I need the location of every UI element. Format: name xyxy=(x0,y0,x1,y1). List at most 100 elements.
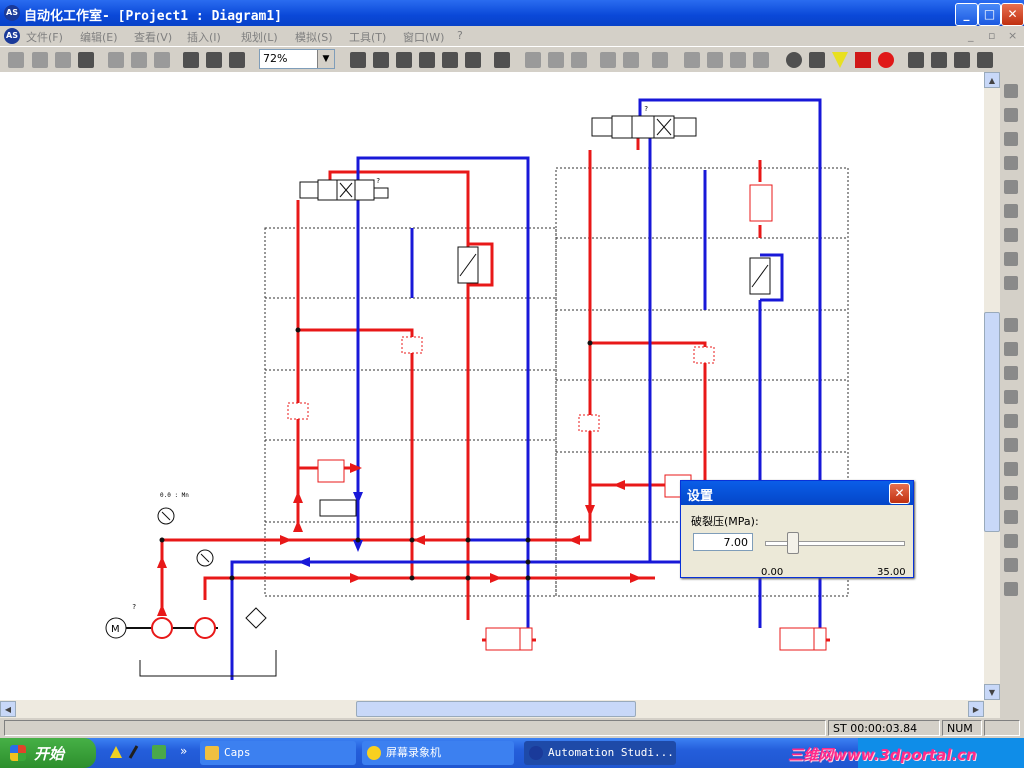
align-left-icon[interactable] xyxy=(1004,342,1018,356)
zoom-page-icon[interactable] xyxy=(419,52,435,68)
zoom-previous-icon[interactable] xyxy=(465,52,481,68)
scroll-down-icon[interactable]: ▼ xyxy=(984,684,1000,700)
save-icon[interactable] xyxy=(55,52,71,68)
undo-icon[interactable] xyxy=(600,52,616,68)
minimize-button[interactable]: _ xyxy=(955,3,978,26)
menu-insert[interactable]: 插入(I) xyxy=(187,31,221,44)
warning-icon[interactable] xyxy=(110,746,122,758)
dialog-close-button[interactable]: ✕ xyxy=(889,483,910,504)
link-icon[interactable] xyxy=(1004,108,1018,122)
zoom-window-icon[interactable] xyxy=(396,52,412,68)
group-objects-icon[interactable] xyxy=(1004,486,1018,500)
rotate-icon[interactable] xyxy=(1004,318,1018,332)
properties-icon[interactable] xyxy=(154,52,170,68)
cut-icon[interactable] xyxy=(525,52,541,68)
polygon-icon[interactable] xyxy=(1004,228,1018,242)
delete-icon[interactable] xyxy=(652,52,668,68)
redo-icon[interactable] xyxy=(623,52,639,68)
scroll-right-icon[interactable]: ▶ xyxy=(968,701,984,717)
text-icon[interactable] xyxy=(1004,252,1018,266)
horizontal-scrollbar[interactable]: ◀ ▶ xyxy=(0,700,1000,718)
menu-help[interactable]: ? xyxy=(457,29,463,42)
quicklaunch-more-icon[interactable]: » xyxy=(180,744,188,758)
send-back-icon[interactable] xyxy=(1004,462,1018,476)
menu-plan[interactable]: 规划(L) xyxy=(241,31,278,44)
group-icon[interactable] xyxy=(730,52,746,68)
close-button[interactable]: ✕ xyxy=(1001,3,1024,26)
menu-view[interactable]: 查看(V) xyxy=(134,31,173,44)
navigate-icon[interactable] xyxy=(206,52,222,68)
zoom-select[interactable]: 72% ▼ xyxy=(259,49,335,69)
arc-icon[interactable] xyxy=(1004,204,1018,218)
open-icon[interactable] xyxy=(32,52,48,68)
align-right-icon[interactable] xyxy=(1004,390,1018,404)
pressure-slider-thumb[interactable] xyxy=(787,532,799,554)
scroll-left-icon[interactable]: ◀ xyxy=(0,701,16,717)
fast-forward-icon[interactable] xyxy=(855,52,871,68)
plot-icon[interactable] xyxy=(908,52,924,68)
task-automation-studio[interactable]: Automation Studi... xyxy=(524,741,676,765)
wire-icon[interactable] xyxy=(1004,558,1018,572)
align-center-icon[interactable] xyxy=(1004,366,1018,380)
paste-icon[interactable] xyxy=(571,52,587,68)
menu-simulate[interactable]: 模拟(S) xyxy=(295,31,333,44)
pan-hand-icon[interactable] xyxy=(494,52,510,68)
stop-icon[interactable] xyxy=(878,52,894,68)
report-icon[interactable] xyxy=(977,52,993,68)
menu-window[interactable]: 窗口(W) xyxy=(403,31,445,44)
document-icon[interactable]: AS xyxy=(4,28,20,44)
chevron-down-icon[interactable]: ▼ xyxy=(317,50,334,68)
step-icon[interactable] xyxy=(832,52,848,68)
simulate-normal-icon[interactable] xyxy=(786,52,802,68)
menu-file[interactable]: 文件(F) xyxy=(26,31,63,44)
task-caps[interactable]: Caps xyxy=(200,741,356,765)
diagram-canvas[interactable]: M 0.0 : Mn ? ? ? xyxy=(0,72,1000,700)
pressure-lines xyxy=(160,135,830,680)
zoom-in-icon[interactable] xyxy=(350,52,366,68)
horizontal-scroll-thumb[interactable] xyxy=(356,701,636,717)
component-icon[interactable] xyxy=(954,52,970,68)
pause-icon[interactable] xyxy=(809,52,825,68)
mdi-close-icon[interactable]: × xyxy=(1008,29,1018,42)
status-bar: ST 00:00:03.84 NUM xyxy=(0,718,1024,738)
maximize-button[interactable]: □ xyxy=(978,3,1001,26)
library-icon[interactable] xyxy=(229,52,245,68)
pressure-slider-track[interactable] xyxy=(765,541,905,546)
bring-front-icon[interactable] xyxy=(1004,438,1018,452)
copy-icon[interactable] xyxy=(548,52,564,68)
connect-icon[interactable] xyxy=(1004,534,1018,548)
new-icon[interactable] xyxy=(8,52,24,68)
pen-icon[interactable] xyxy=(128,745,139,759)
menu-tools[interactable]: 工具(T) xyxy=(349,31,387,44)
probe-icon[interactable] xyxy=(931,52,947,68)
zoom-out-icon[interactable] xyxy=(373,52,389,68)
dialog-title-bar[interactable]: 设置 ✕ xyxy=(681,481,913,505)
menu-edit[interactable]: 编辑(E) xyxy=(80,31,118,44)
slider-min-label: 0.00 xyxy=(761,567,784,578)
measure-icon[interactable] xyxy=(753,52,769,68)
zoom-fit-icon[interactable] xyxy=(442,52,458,68)
page-setup-icon[interactable] xyxy=(108,52,124,68)
mdi-restore-icon[interactable]: ▫ xyxy=(988,29,996,42)
image-icon[interactable] xyxy=(1004,276,1018,290)
rectangle-icon[interactable] xyxy=(1004,156,1018,170)
anchor-icon[interactable] xyxy=(1004,582,1018,596)
preview-icon[interactable] xyxy=(131,52,147,68)
start-button[interactable]: 开始 xyxy=(0,738,96,768)
align-icon[interactable] xyxy=(707,52,723,68)
pressure-input[interactable] xyxy=(693,533,753,551)
vertical-scroll-thumb[interactable] xyxy=(984,312,1000,532)
quicklaunch-icon[interactable] xyxy=(152,745,166,759)
draw-line-icon[interactable] xyxy=(684,52,700,68)
print-icon[interactable] xyxy=(78,52,94,68)
task-screen-recorder[interactable]: 屏幕录象机 xyxy=(362,741,514,765)
vertical-scrollbar[interactable]: ▲ ▼ xyxy=(984,72,1000,700)
find-icon[interactable] xyxy=(183,52,199,68)
line-icon[interactable] xyxy=(1004,132,1018,146)
mdi-minimize-icon[interactable]: _ xyxy=(968,29,974,42)
scroll-up-icon[interactable]: ▲ xyxy=(984,72,1000,88)
flip-icon[interactable] xyxy=(1004,414,1018,428)
select-arrow-icon[interactable] xyxy=(1004,84,1018,98)
ellipse-icon[interactable] xyxy=(1004,180,1018,194)
ungroup-icon[interactable] xyxy=(1004,510,1018,524)
